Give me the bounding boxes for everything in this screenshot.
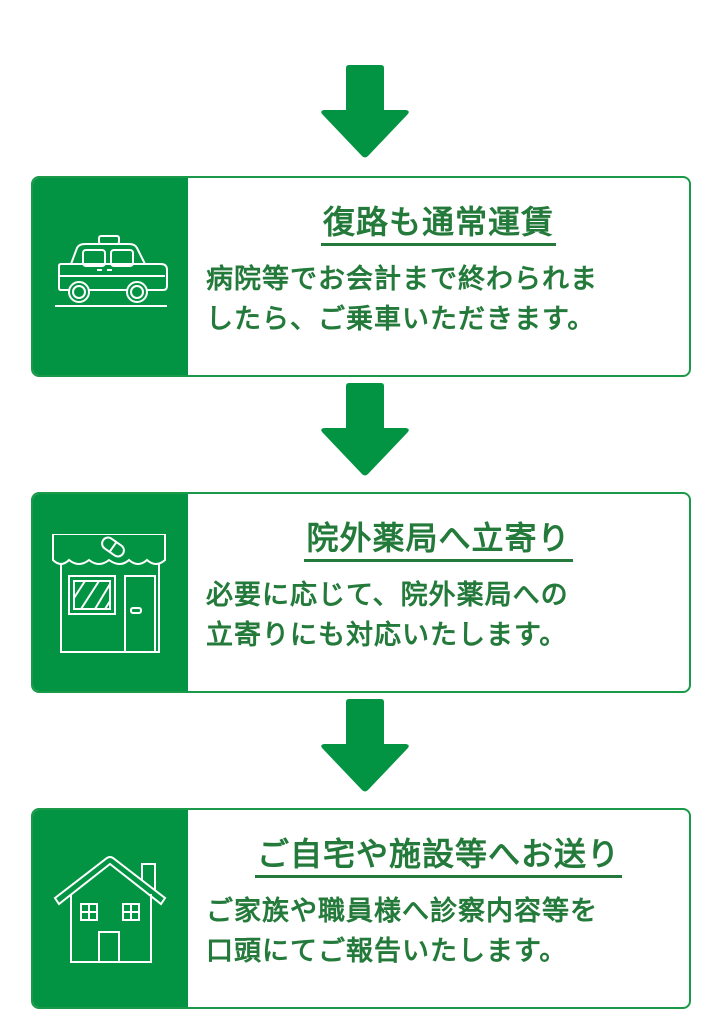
down-arrow-icon	[316, 698, 414, 796]
step-description: ご家族や職員様へ診察内容等を 口頭にてご報告いたします。	[206, 892, 689, 972]
step-card-home-delivery: ご自宅や施設等へお送り ご家族や職員様へ診察内容等を 口頭にてご報告いたします。	[31, 808, 691, 1009]
description-line: 立寄りにも対応いたします。	[206, 620, 568, 651]
description-line: 病院等でお会計まで終わられま	[206, 264, 598, 295]
icon-panel	[33, 810, 188, 1007]
step-description: 必要に応じて、院外薬局への 立寄りにも対応いたします。	[206, 576, 689, 656]
step-title: ご自宅や施設等へお送り	[254, 834, 622, 878]
down-arrow-icon	[316, 64, 414, 162]
step-content: 院外薬局へ立寄り 必要に応じて、院外薬局への 立寄りにも対応いたします。	[188, 494, 689, 691]
step-title: 復路も通常運賃	[320, 202, 556, 246]
description-line: したら、ご乗車いただきます。	[206, 304, 596, 335]
description-line: 必要に応じて、院外薬局への	[206, 580, 569, 611]
house-icon	[53, 856, 167, 963]
icon-panel	[33, 494, 188, 691]
down-arrow-icon	[316, 382, 414, 480]
step-card-pharmacy: 院外薬局へ立寄り 必要に応じて、院外薬局への 立寄りにも対応いたします。	[31, 492, 691, 693]
taxi-icon	[55, 235, 168, 307]
step-description: 病院等でお会計まで終わられま したら、ご乗車いただきます。	[206, 260, 689, 340]
icon-panel	[33, 178, 188, 375]
step-content: 復路も通常運賃 病院等でお会計まで終わられま したら、ご乗車いただきます。	[188, 178, 689, 375]
description-line: 口頭にてご報告いたします。	[206, 936, 568, 967]
step-content: ご自宅や施設等へお送り ご家族や職員様へ診察内容等を 口頭にてご報告いたします。	[188, 810, 689, 1007]
step-card-return-fare: 復路も通常運賃 病院等でお会計まで終わられま したら、ご乗車いただきます。	[31, 176, 691, 377]
description-line: ご家族や職員様へ診察内容等を	[206, 896, 598, 927]
step-title: 院外薬局へ立寄り	[304, 518, 573, 562]
pharmacy-icon	[52, 534, 166, 653]
